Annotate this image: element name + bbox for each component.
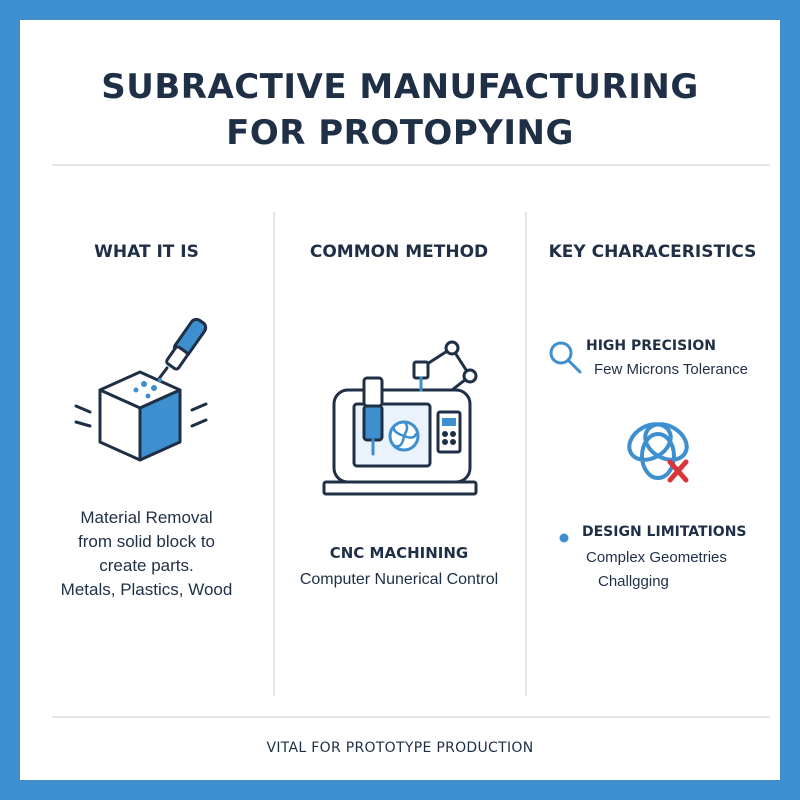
description-line-3: create parts. [99, 556, 194, 575]
bottom-divider [52, 716, 770, 718]
title-line-2: FOR PROTOPYING [226, 113, 574, 153]
magnifier-icon [549, 341, 582, 374]
footer-tagline: VITAL FOR PROTOTYPE PRODUCTION [266, 740, 534, 756]
top-divider [52, 164, 770, 166]
title-line-1: SUBRACTIVE MANUFACTURING [101, 67, 699, 107]
design-limitations-detail: Complex Geometries Challgging [586, 546, 766, 594]
limitations-detail-line-2: Challgging [598, 573, 669, 590]
description-line-4: Metals, Plastics, Wood [60, 580, 233, 599]
tool-carving-block-icon [74, 317, 208, 462]
description-line-2: from solid block to [78, 532, 215, 551]
high-precision-label: HIGH PRECISION [586, 338, 717, 354]
bullet-dot-icon [559, 533, 569, 543]
design-limitations-label: DESIGN LIMITATIONS [582, 524, 747, 540]
page-title: SUBRACTIVE MANUFACTURING FOR PROTOPYING [20, 64, 780, 156]
high-precision-detail: Few Microns Tolerance [594, 358, 774, 382]
cnc-description: Computer Nunerical Control [273, 568, 525, 592]
column-divider-1 [273, 212, 275, 696]
knot-icon [627, 422, 689, 483]
column-divider-2 [525, 212, 527, 696]
description-line-1: Material Removal [80, 508, 213, 527]
what-it-is-description: Material Removal from solid block to cre… [20, 506, 273, 602]
infographic-panel: SUBRACTIVE MANUFACTURING FOR PROTOPYING … [20, 20, 780, 780]
limitations-detail-line-1: Complex Geometries [586, 549, 727, 566]
cnc-machine-icon [322, 340, 478, 496]
common-method-heading: COMMON METHOD [309, 242, 489, 262]
cnc-description-line: Computer Nunerical Control [299, 571, 499, 588]
key-characteristics-heading: KEY CHARACERISTICS [548, 242, 757, 262]
cnc-machining-label: CNC MACHINING [329, 544, 469, 562]
precision-detail-line: Few Microns Tolerance [594, 361, 748, 378]
what-it-is-heading: WHAT IT IS [94, 242, 199, 262]
